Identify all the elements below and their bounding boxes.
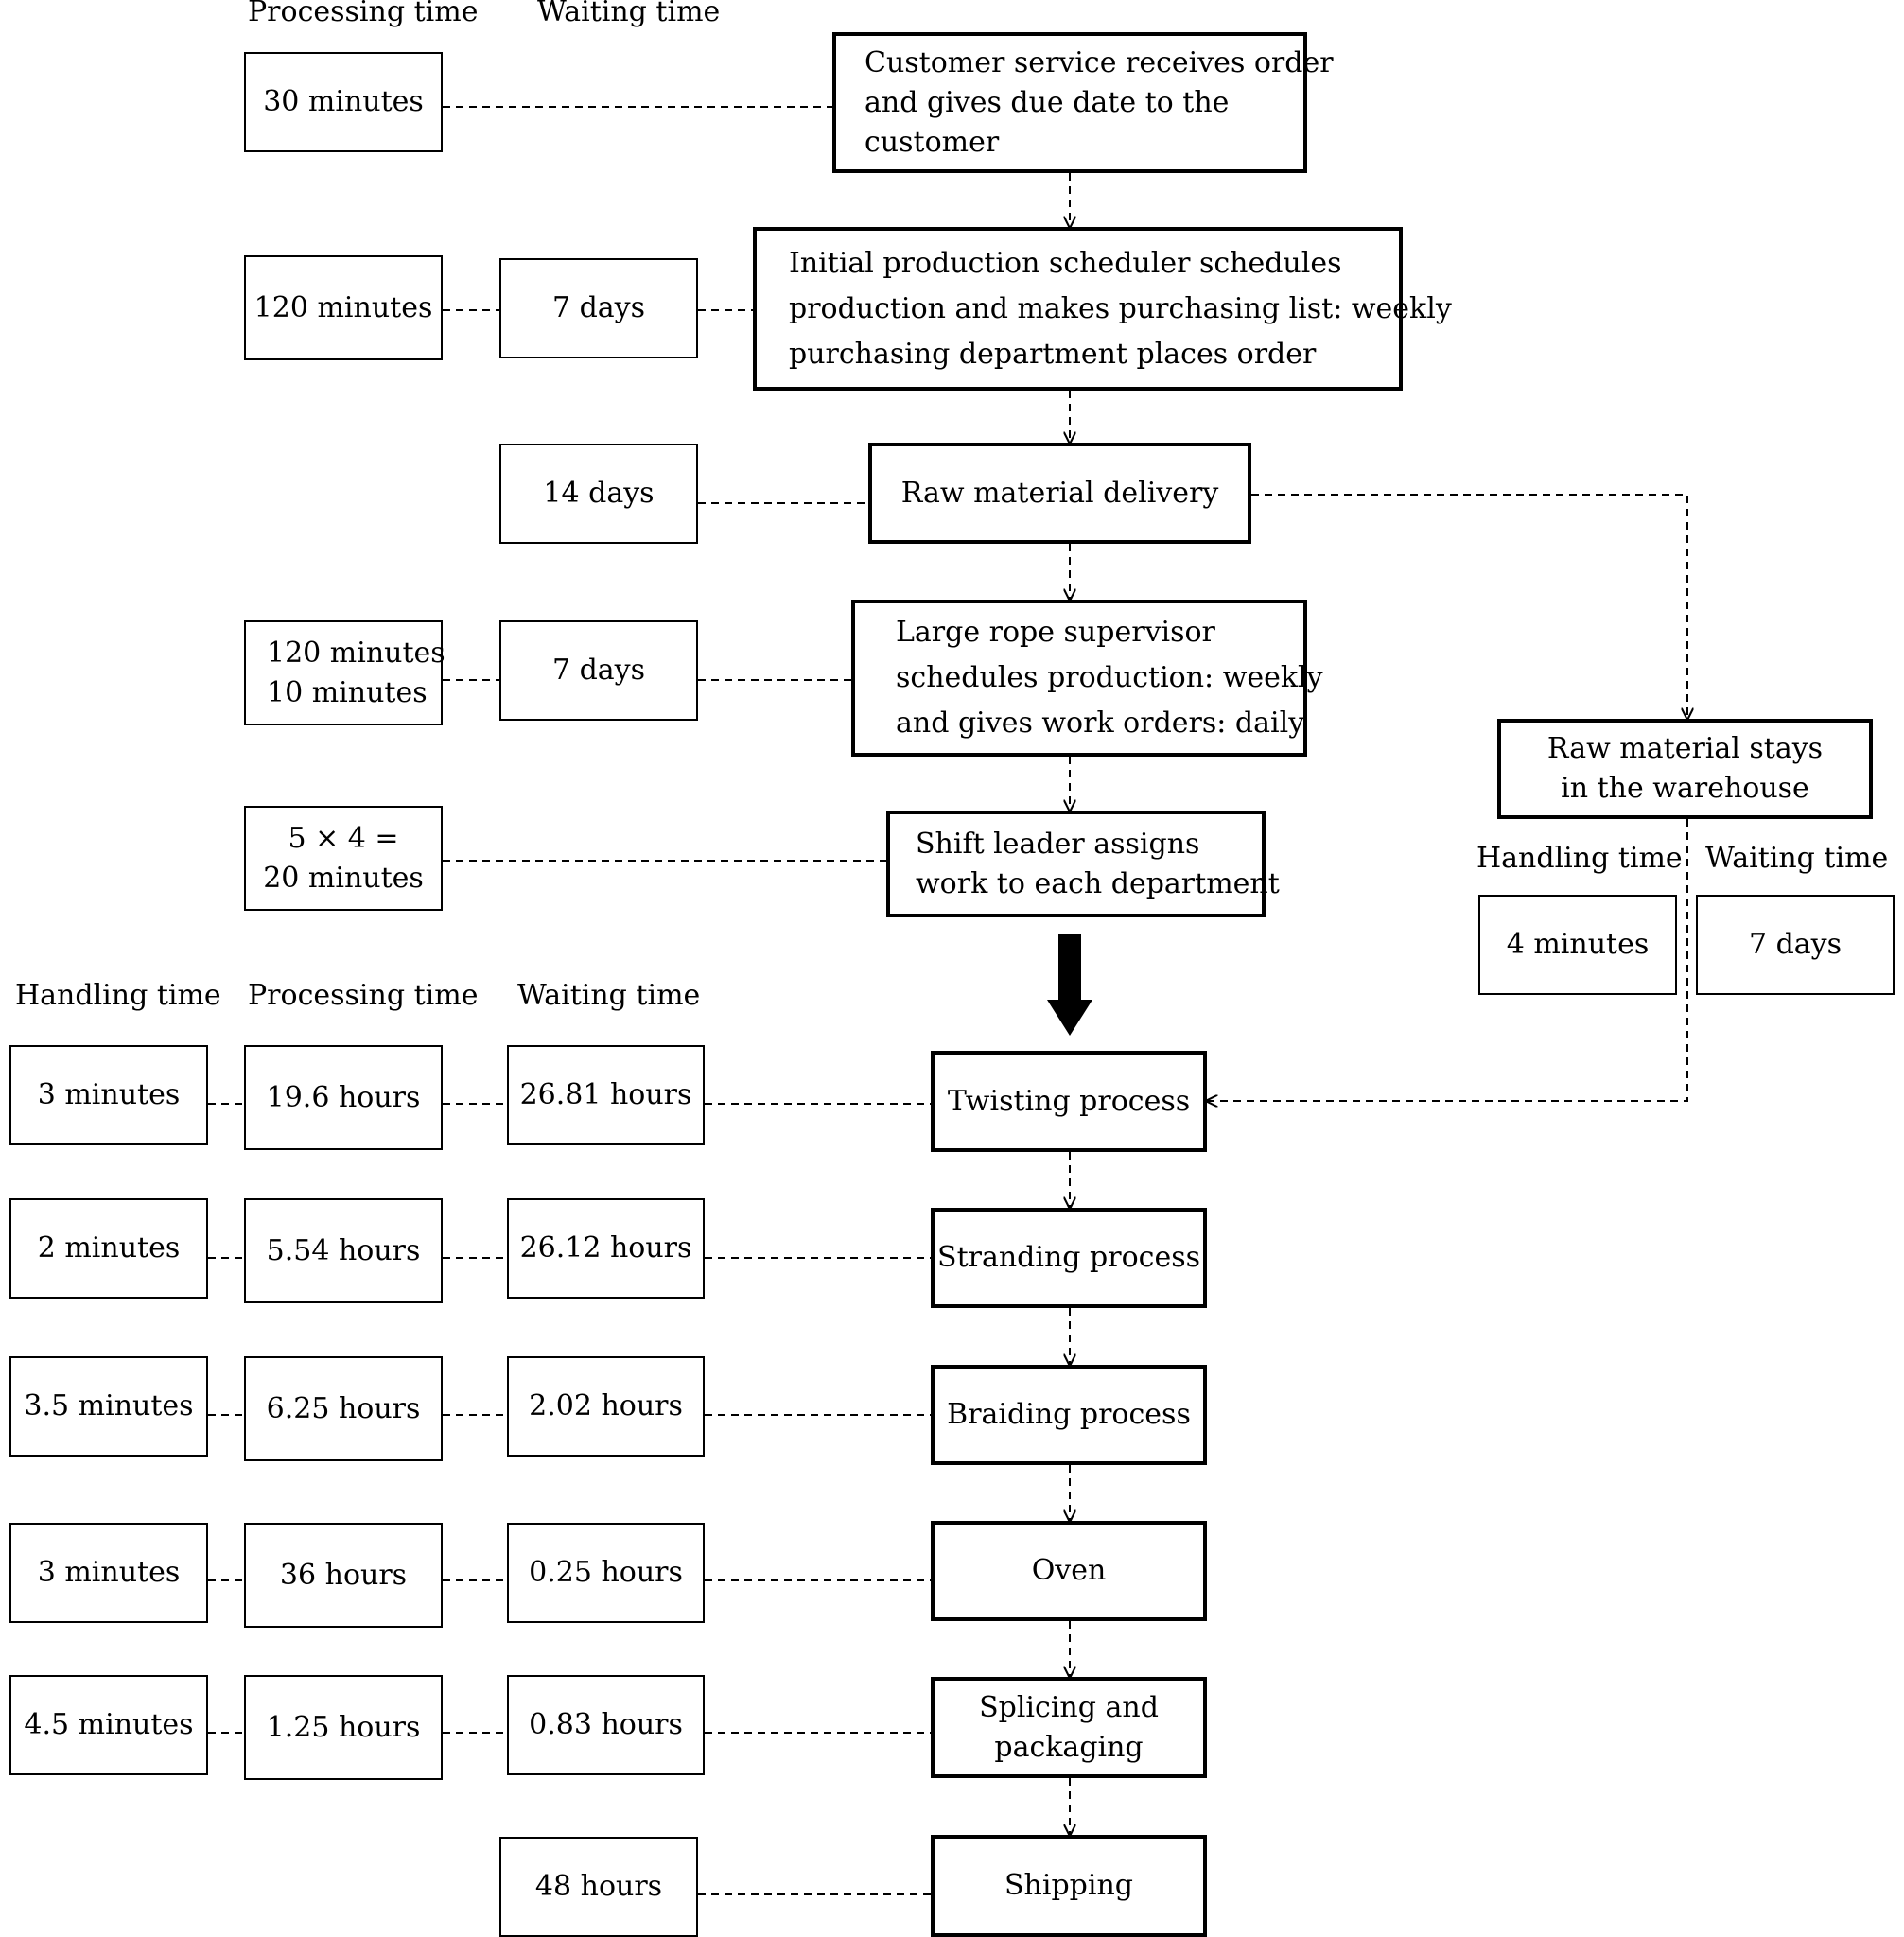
step-initial-production-scheduler-text-line: purchasing department places order — [789, 337, 1317, 371]
braiding-processing-time-text-line: 6.25 hours — [266, 1391, 421, 1425]
splicing-handling-time: 4.5 minutes — [9, 1675, 208, 1775]
push-arrow-icon — [1047, 934, 1092, 1036]
step-raw-material-warehouse-text-line: Raw material stays — [1546, 732, 1824, 765]
stranding-handling-time: 2 minutes — [9, 1198, 208, 1299]
customer-service-processing-time: 30 minutes — [244, 52, 443, 152]
step-stranding-process-text-line: Stranding process — [937, 1241, 1200, 1274]
step-twisting-process: Twisting process — [931, 1051, 1207, 1152]
shipping-waiting-time: 48 hours — [499, 1837, 698, 1937]
large-rope-processing-time-text-line: 10 minutes — [267, 675, 428, 709]
step-initial-production-scheduler-text-line: production and makes purchasing list: we… — [789, 291, 1452, 325]
raw-delivery-waiting-time: 14 days — [499, 444, 698, 544]
step-large-rope-supervisor-text-line: and gives work orders: daily — [896, 707, 1305, 740]
shift-leader-processing-time-text-line: 5 × 4 = — [288, 821, 399, 855]
warehouse-handling-time: 4 minutes — [1478, 895, 1677, 995]
large-rope-waiting-time: 7 days — [499, 620, 698, 721]
twisting-handling-time: 3 minutes — [9, 1045, 208, 1145]
step-braiding-process-text-line: Braiding process — [947, 1398, 1191, 1431]
step-raw-material-delivery: Raw material delivery — [868, 443, 1251, 544]
initial-scheduler-waiting-time-text-line: 7 days — [551, 291, 646, 324]
braiding-handling-time: 3.5 minutes — [9, 1356, 208, 1457]
stranding-processing-time: 5.54 hours — [244, 1198, 443, 1303]
step-large-rope-supervisor-text-line: Large rope supervisor — [896, 616, 1215, 649]
step-shift-leader: Shift leader assigns work to each departm… — [886, 811, 1280, 917]
braiding-waiting-time-text-line: 2.02 hours — [529, 1389, 683, 1422]
step-shipping-text-line: Shipping — [1004, 1869, 1133, 1902]
stranding-waiting-time: 26.12 hours — [507, 1198, 705, 1299]
header-waiting-time-top: Waiting time — [537, 0, 721, 28]
step-customer-service-text-line: customer — [865, 125, 1000, 159]
shift-leader-processing-time: 5 × 4 = 20 minutes — [244, 806, 443, 911]
twisting-processing-time: 19.6 hours — [244, 1045, 443, 1150]
braiding-processing-time: 6.25 hours — [244, 1356, 443, 1461]
oven-processing-time-text-line: 36 hours — [279, 1558, 408, 1592]
customer-service-processing-time-text-line: 30 minutes — [263, 85, 424, 118]
oven-waiting-time-text-line: 0.25 hours — [529, 1556, 683, 1589]
branch-delivery-to-warehouse — [1251, 494, 1687, 719]
header-processing-time: Processing time — [248, 979, 479, 1012]
step-shift-leader-text-line: Shift leader assigns — [916, 827, 1200, 861]
splicing-waiting-time-text-line: 0.83 hours — [529, 1708, 683, 1741]
step-initial-production-scheduler: Initial production scheduler schedules pr… — [753, 227, 1452, 391]
step-raw-material-delivery-text-line: Raw material delivery — [900, 476, 1219, 510]
splicing-processing-time: 1.25 hours — [244, 1675, 443, 1780]
oven-handling-time: 3 minutes — [9, 1523, 208, 1623]
step-raw-material-warehouse-text-line: in the warehouse — [1561, 772, 1809, 805]
raw-delivery-waiting-time-text-line: 14 days — [543, 477, 655, 510]
header-handling-time-warehouse: Handling time — [1476, 842, 1683, 875]
braiding-handling-time-text-line: 3.5 minutes — [24, 1389, 194, 1422]
header-handling-time: Handling time — [15, 979, 221, 1012]
step-twisting-process-text-line: Twisting process — [947, 1084, 1191, 1118]
step-oven: Oven — [931, 1521, 1207, 1621]
step-large-rope-supervisor-text-line: schedules production: weekly — [896, 661, 1323, 694]
header-waiting-time: Waiting time — [517, 979, 701, 1012]
stranding-processing-time-text-line: 5.54 hours — [266, 1233, 421, 1267]
oven-waiting-time: 0.25 hours — [507, 1523, 705, 1623]
step-oven-text-line: Oven — [1031, 1554, 1107, 1587]
header-processing-time-top: Processing time — [248, 0, 479, 28]
splicing-processing-time-text-line: 1.25 hours — [266, 1710, 421, 1744]
step-customer-service: Customer service receives order and gives… — [832, 32, 1334, 173]
twisting-waiting-time-text-line: 26.81 hours — [519, 1078, 692, 1111]
twisting-handling-time-text-line: 3 minutes — [37, 1078, 181, 1111]
oven-processing-time: 36 hours — [244, 1523, 443, 1628]
stranding-handling-time-text-line: 2 minutes — [37, 1231, 181, 1265]
splicing-waiting-time: 0.83 hours — [507, 1675, 705, 1775]
shipping-waiting-time-text-line: 48 hours — [534, 1870, 663, 1903]
oven-handling-time-text-line: 3 minutes — [37, 1556, 181, 1589]
step-stranding-process: Stranding process — [931, 1208, 1207, 1308]
large-rope-processing-time: 120 minutes 10 minutes — [244, 620, 445, 725]
step-customer-service-text-line: and gives due date to the — [865, 85, 1230, 119]
warehouse-waiting-time-text-line: 7 days — [1748, 928, 1843, 961]
step-large-rope-supervisor: Large rope supervisor schedules productio… — [851, 600, 1323, 757]
stranding-waiting-time-text-line: 26.12 hours — [519, 1231, 692, 1265]
braiding-waiting-time: 2.02 hours — [507, 1356, 705, 1457]
step-raw-material-warehouse: Raw material stays in the warehouse — [1497, 719, 1873, 819]
initial-scheduler-processing-time: 120 minutes — [244, 255, 443, 360]
step-braiding-process: Braiding process — [931, 1365, 1207, 1465]
splicing-handling-time-text-line: 4.5 minutes — [24, 1708, 194, 1741]
large-rope-waiting-time-text-line: 7 days — [551, 654, 646, 687]
step-shipping: Shipping — [931, 1835, 1207, 1937]
twisting-waiting-time: 26.81 hours — [507, 1045, 705, 1145]
warehouse-waiting-time: 7 days — [1696, 895, 1895, 995]
initial-scheduler-waiting-time: 7 days — [499, 258, 698, 358]
step-splicing-and-packaging-text-line: Splicing and — [979, 1690, 1159, 1724]
step-splicing-and-packaging-text-line: packaging — [994, 1730, 1144, 1764]
large-rope-processing-time-text-line: 120 minutes — [267, 636, 445, 670]
initial-scheduler-processing-time-text-line: 120 minutes — [253, 290, 433, 324]
shift-leader-processing-time-text-line: 20 minutes — [263, 861, 424, 895]
twisting-processing-time-text-line: 19.6 hours — [266, 1080, 421, 1114]
step-shift-leader-text-line: work to each department — [916, 866, 1280, 900]
branch-warehouse-to-twisting — [1207, 819, 1688, 1101]
step-splicing-and-packaging: Splicing and packaging — [931, 1677, 1207, 1778]
step-customer-service-text-line: Customer service receives order — [865, 45, 1334, 79]
step-initial-production-scheduler-text-line: Initial production scheduler schedules — [789, 246, 1342, 280]
header-waiting-time-warehouse: Waiting time — [1705, 842, 1889, 875]
warehouse-handling-time-text-line: 4 minutes — [1506, 928, 1650, 961]
